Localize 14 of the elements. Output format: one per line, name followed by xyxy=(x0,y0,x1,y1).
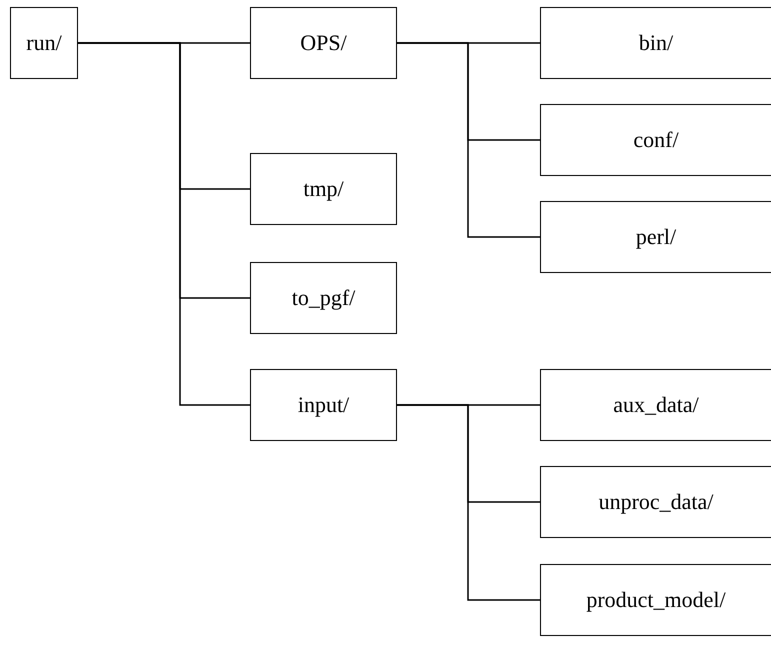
connector-line xyxy=(397,42,540,238)
connector-line xyxy=(397,404,540,601)
folder-box: conf/ xyxy=(540,104,771,176)
folder-box: tmp/ xyxy=(250,153,397,225)
folder-box: OPS/ xyxy=(250,7,397,79)
folder-box: input/ xyxy=(250,369,397,441)
folder-box: product_model/ xyxy=(540,564,771,636)
connector-line xyxy=(78,42,250,406)
folder-box: perl/ xyxy=(540,201,771,273)
folder-box: unproc_data/ xyxy=(540,466,771,538)
folder-box: run/ xyxy=(10,7,78,79)
folder-box: aux_data/ xyxy=(540,369,771,441)
folder-box: to_pgf/ xyxy=(250,262,397,334)
folder-box: bin/ xyxy=(540,7,771,79)
